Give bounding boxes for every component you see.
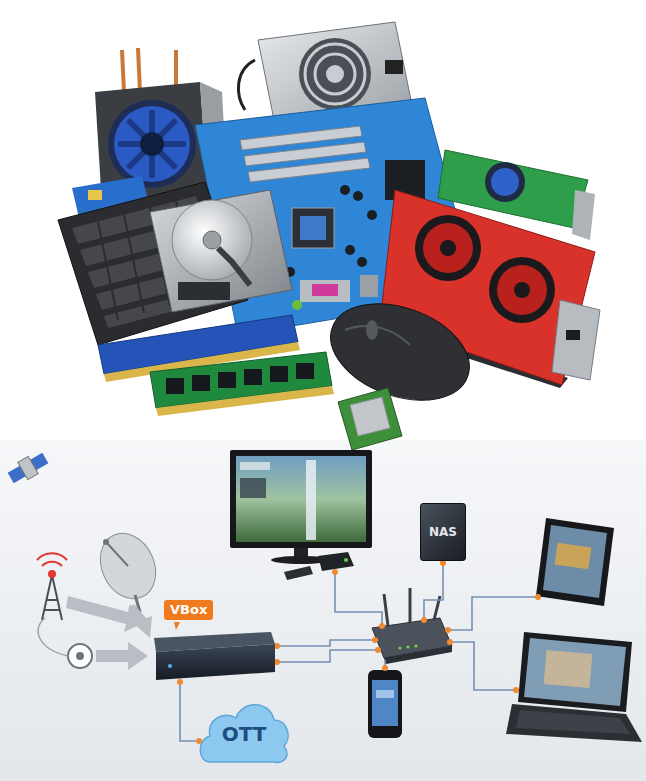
- device-led: [168, 664, 172, 668]
- connector-dot: [177, 679, 183, 685]
- device-label: NAS: [429, 525, 457, 539]
- device-front: [156, 644, 275, 680]
- cloud-label: OTT: [222, 722, 267, 746]
- cloud-outline: [200, 705, 288, 763]
- brand-tag: VBox: [164, 600, 213, 620]
- set-top-box: VBox: [150, 598, 277, 682]
- tag-pointer: [174, 622, 180, 630]
- connector: [180, 682, 199, 741]
- cloud-node: OTT: [196, 688, 292, 766]
- nas-device: NAS: [420, 503, 466, 561]
